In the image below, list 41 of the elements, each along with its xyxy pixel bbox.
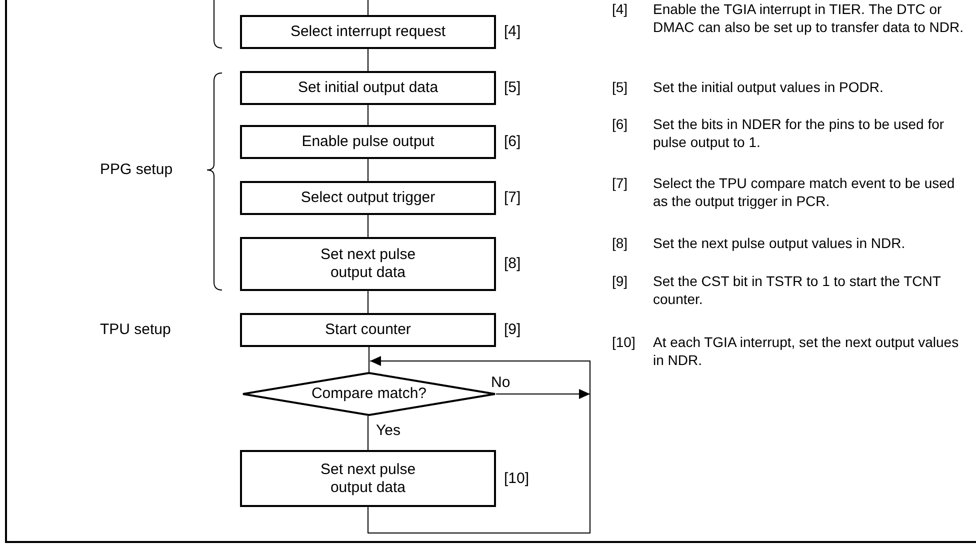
note-number: [10] xyxy=(612,333,636,351)
decision-text: Compare match? xyxy=(310,385,428,403)
process-box xyxy=(240,237,496,291)
arrow xyxy=(496,389,590,399)
step-number: [4] xyxy=(504,23,521,41)
note-text: At each TGIA interrupt, set the next output values in NDR. xyxy=(653,333,960,369)
step-text: Enable pulse output xyxy=(300,133,436,151)
step-number: [6] xyxy=(504,133,521,151)
step-text: Set initial output data xyxy=(296,79,440,97)
group-label: PPG setup xyxy=(100,161,173,179)
note-text: Set the next pulse output values in NDR. xyxy=(653,234,906,252)
process-box xyxy=(240,15,496,49)
process-box xyxy=(240,450,496,507)
process-box xyxy=(240,71,496,105)
step-number: [8] xyxy=(504,255,521,273)
note-text: Enable the TGIA interrupt in TIER. The DTC or DMAC can also be set up to transfer data to NDR. xyxy=(653,0,964,36)
group-label: TPU setup xyxy=(100,321,171,339)
step-number: [10] xyxy=(504,470,530,488)
arrow xyxy=(368,356,590,534)
note-number: [8] xyxy=(612,234,628,252)
note-text: Set the initial output values in PODR. xyxy=(653,78,884,96)
note-text: Set the CST bit in TSTR to 1 to start the TCNT counter. xyxy=(653,272,942,308)
process-box xyxy=(240,125,496,159)
note-text: Set the bits in NDER for the pins to be used for pulse output to 1. xyxy=(653,115,946,151)
process-box xyxy=(240,313,496,347)
step-text: Select output trigger xyxy=(300,189,436,207)
note-number: [6] xyxy=(612,115,628,133)
step-text: Start counter xyxy=(324,321,412,339)
step-text: Set next pulse output data xyxy=(319,460,417,496)
note-number: [7] xyxy=(612,174,628,192)
note-number: [9] xyxy=(612,272,628,290)
note-number: [5] xyxy=(612,78,628,96)
step-text: Select interrupt request xyxy=(289,23,447,41)
process-box xyxy=(240,181,496,215)
step-text: Set next pulse output data xyxy=(319,246,417,282)
step-number: [5] xyxy=(504,79,521,97)
step-number: [7] xyxy=(504,189,521,207)
note-number: [4] xyxy=(612,0,628,18)
note-text: Select the TPU compare match event to be used as the output trigger in PCR. xyxy=(653,174,956,210)
connector-line xyxy=(368,346,370,372)
step-number: [9] xyxy=(504,321,521,339)
